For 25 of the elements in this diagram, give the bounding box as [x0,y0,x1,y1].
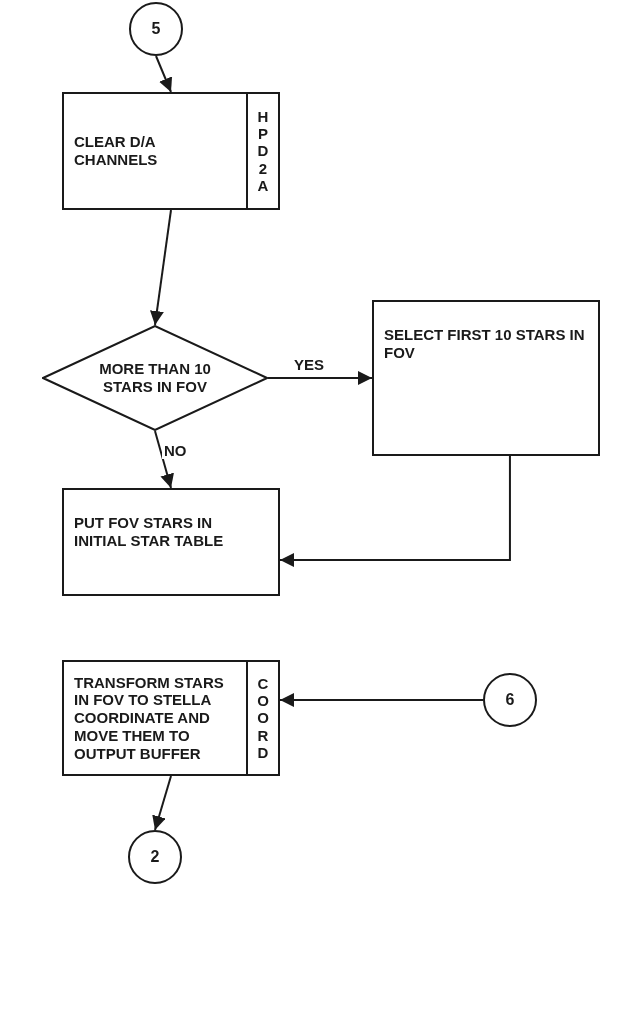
connector-circle [129,2,183,56]
process-text: TRANSFORM STARS IN FOV TO STELLA COORDINATE AND MOVE THEM TO OUTPUT BUFFER [74,673,225,763]
arrow [154,430,174,489]
routine-name: HPD2A [256,107,270,195]
connector-number: 5 [151,20,161,38]
connector-circle [483,673,537,727]
connector-number: 2 [150,848,160,866]
subroutine-box [62,92,280,210]
subroutine-box [62,660,280,776]
process-box [62,488,280,596]
connector-number: 6 [505,691,515,709]
connector-circle [128,830,182,884]
arrow [279,455,511,568]
arrow [279,693,484,707]
arrow [155,55,173,93]
arrow [150,209,172,326]
process-text: PUT FOV STARS IN INITIAL STAR TABLE [74,514,225,550]
arrow [267,371,373,385]
process-text: CLEAR D/A CHANNELS [74,133,159,169]
decision-diamond [42,325,268,431]
process-box [372,300,600,456]
routine-name: COORD [256,674,270,762]
arrow [152,775,172,831]
process-text: SELECT FIRST 10 STARS IN FOV [384,326,586,362]
decision-text: MORE THAN 10 STARS IN FOV [98,360,212,396]
